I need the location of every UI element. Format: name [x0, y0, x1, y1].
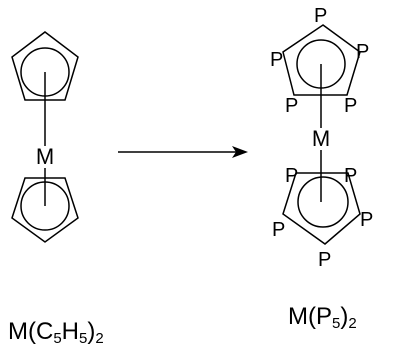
bottom-ring-phosphorus-labels: P P P P P	[272, 165, 373, 271]
reactant-formula: M(C5H5)2	[8, 318, 104, 347]
formula-subscript: 5	[332, 315, 341, 332]
formula-text: H	[61, 318, 80, 345]
p-atom-label: P	[344, 165, 357, 187]
p-atom-label: P	[314, 5, 327, 27]
formula-subscript: 5	[53, 330, 62, 347]
p-atom-label: P	[344, 95, 357, 117]
p-atom-label: P	[360, 209, 373, 231]
top-ring-phosphorus-labels: P P P P P	[270, 5, 369, 117]
arrow-head	[232, 146, 248, 158]
product-metal-label: M	[312, 126, 330, 151]
reactant-molecule	[11, 31, 79, 243]
formula-text: )	[87, 318, 96, 345]
p-atom-label: P	[285, 165, 298, 187]
formula-subscript: 5	[79, 330, 88, 347]
reaction-arrow	[118, 146, 248, 158]
bottom-cyclopentadienyl-ring	[11, 177, 79, 243]
product-molecule	[282, 24, 361, 245]
p-atom-label: P	[285, 95, 298, 117]
reactant-metal-label: M	[36, 144, 54, 169]
bottom-pentaphospholyl-ring	[282, 172, 361, 245]
formula-text: M(C	[8, 318, 54, 345]
p-atom-label: P	[270, 49, 283, 71]
formula-subscript: 2	[95, 330, 104, 347]
p-atom-label: P	[356, 41, 369, 63]
p-atom-label: P	[318, 249, 331, 271]
product-formula: M(P5)2	[288, 303, 357, 332]
formula-subscript: 2	[348, 315, 357, 332]
formula-text: M(P	[288, 303, 332, 330]
formula-text: )	[340, 303, 349, 330]
p-atom-label: P	[272, 219, 285, 241]
bottom-p5-ring-aromatic-circle	[297, 176, 349, 228]
